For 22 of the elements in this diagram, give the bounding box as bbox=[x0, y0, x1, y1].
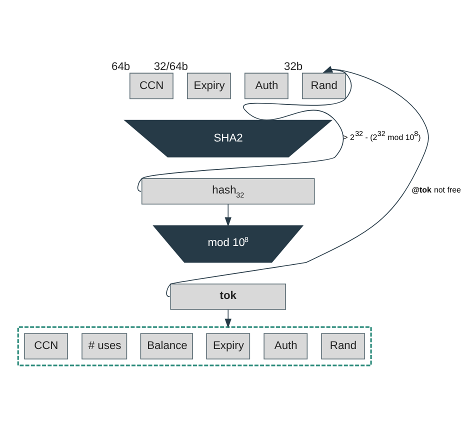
edge-label: @tok not free bbox=[412, 185, 461, 194]
edge-label: > 2$^{32}$ - (2$^{32}$ mod 10$^{8}$) bbox=[343, 129, 421, 142]
node-box: Rand bbox=[302, 72, 346, 99]
node-box: Balance bbox=[140, 332, 193, 359]
node-box: Expiry bbox=[187, 72, 231, 99]
node-box: # uses bbox=[82, 332, 128, 359]
node-box: hash$_{32}$ bbox=[141, 178, 315, 204]
node-box: Auth bbox=[264, 332, 308, 359]
node-box: Rand bbox=[321, 332, 366, 359]
node-label: 32/64b bbox=[154, 60, 188, 73]
node-box: Expiry bbox=[206, 332, 250, 359]
arrow bbox=[224, 308, 232, 328]
node-box: Auth bbox=[244, 72, 288, 99]
node-box: tok bbox=[170, 283, 286, 310]
node-box: CCN bbox=[130, 72, 174, 99]
node-box: CCN bbox=[24, 332, 68, 359]
arrow bbox=[137, 66, 352, 192]
arrow bbox=[166, 66, 429, 297]
node-label: 32b bbox=[284, 60, 303, 73]
cluster bbox=[17, 326, 372, 366]
node-label: 64b bbox=[112, 60, 130, 73]
arrow bbox=[224, 203, 232, 226]
